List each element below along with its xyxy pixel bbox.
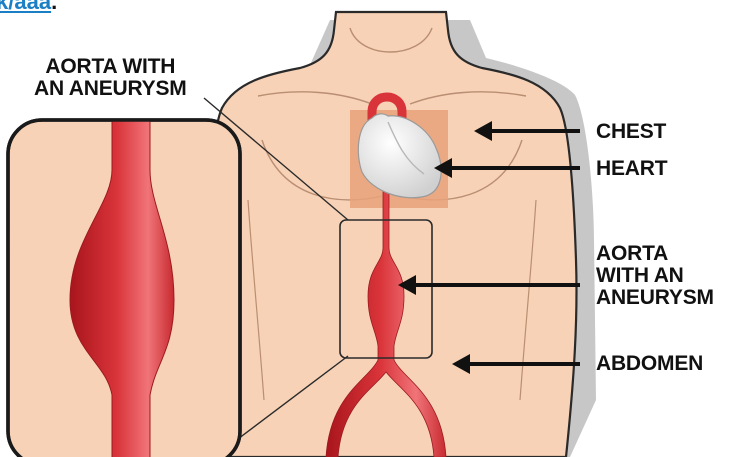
callout-title-line-2: AN ANEURYSM [34,78,187,100]
label-chest: CHEST [596,121,666,143]
label-aorta-line-2: WITH AN [596,265,714,287]
label-aorta-line-3: ANEURYSM [596,287,714,309]
callout-title-line-1: AORTA WITH [34,56,187,78]
label-heart: HEART [596,158,667,180]
label-abdomen: ABDOMEN [596,353,703,375]
label-aorta-line-1: AORTA [596,243,714,265]
callout-title: AORTA WITH AN ANEURYSM [34,56,187,100]
label-aorta: AORTA WITH AN ANEURYSM [596,243,714,309]
